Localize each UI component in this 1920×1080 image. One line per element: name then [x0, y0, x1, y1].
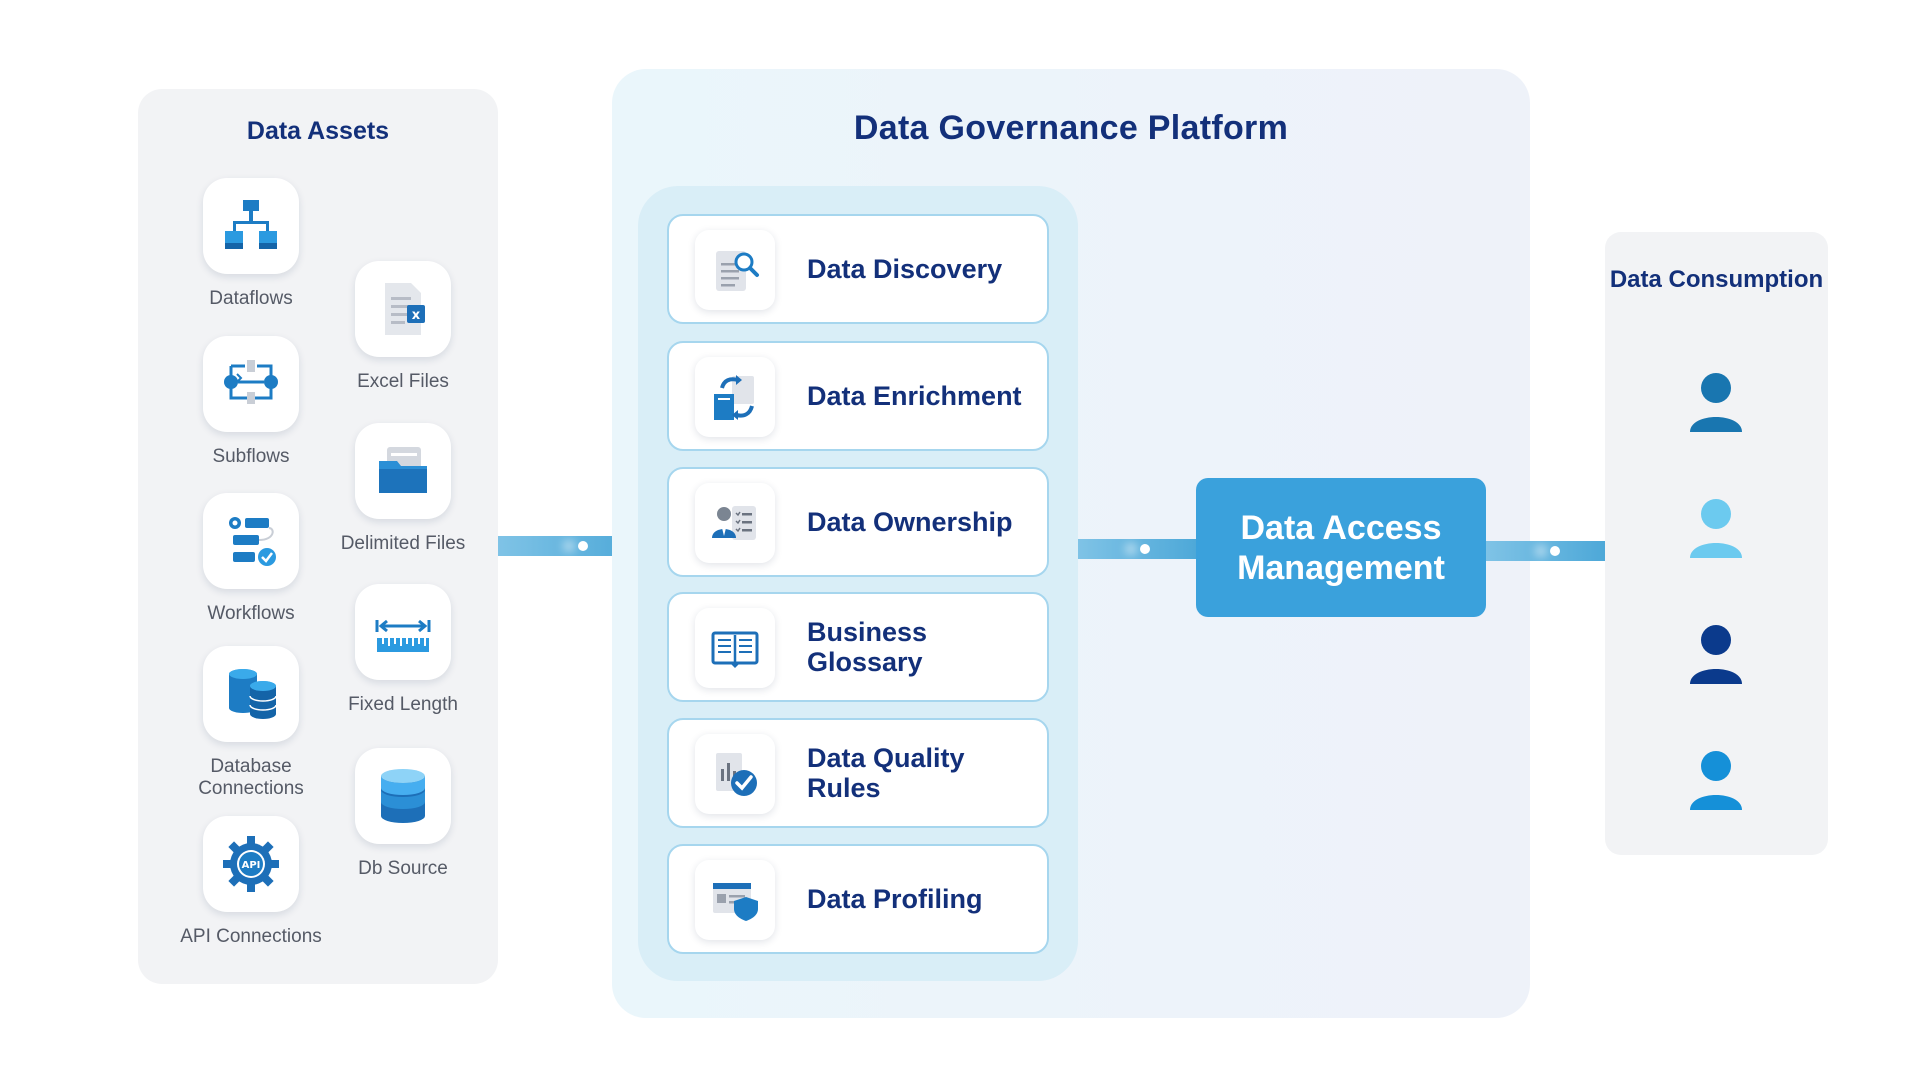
feature-card-data-profiling[interactable]: Data Profiling [667, 844, 1049, 954]
flow-dot [578, 541, 588, 551]
flow-dot [1550, 546, 1560, 556]
asset-label: Database Connections [198, 756, 304, 799]
asset-subflows[interactable]: Subflows [176, 336, 326, 468]
feature-card-data-enrichment[interactable]: Data Enrichment [667, 341, 1049, 451]
excel-file-icon: x [355, 261, 451, 357]
data-consumption-panel: Data Consumption [1605, 232, 1828, 855]
dataflows-icon [203, 178, 299, 274]
feature-card-data-discovery[interactable]: Data Discovery [667, 214, 1049, 324]
api-gear-icon: API [203, 816, 299, 912]
platform-title: Data Governance Platform [853, 109, 1289, 147]
asset-workflows[interactable]: Workflows [176, 493, 326, 625]
asset-label: API Connections [180, 926, 322, 947]
profile-shield-icon [695, 860, 775, 940]
quality-check-icon [695, 734, 775, 814]
connector-assets-to-platform [498, 536, 640, 556]
asset-excel-files[interactable]: x Excel Files [328, 261, 478, 393]
asset-label: Db Source [358, 858, 448, 879]
feature-label: Data Quality Rules [807, 743, 965, 803]
feature-label: Data Ownership [807, 507, 1013, 537]
asset-db-source[interactable]: Db Source [328, 748, 478, 880]
feature-card-business-glossary[interactable]: Business Glossary [667, 592, 1049, 702]
connector-access-to-consumption [1486, 541, 1606, 561]
svg-text:x: x [412, 308, 421, 323]
user-icon [1690, 625, 1742, 684]
asset-delimited-files[interactable]: Delimited Files [328, 423, 478, 555]
feature-label: Business Glossary [807, 617, 928, 677]
asset-label: Excel Files [357, 371, 449, 392]
delimited-files-icon [355, 423, 451, 519]
fixed-length-icon [355, 584, 451, 680]
feature-card-data-quality-rules[interactable]: Data Quality Rules [667, 718, 1049, 828]
open-book-icon [695, 608, 775, 688]
feature-card-data-ownership[interactable]: Data Ownership [667, 467, 1049, 577]
asset-label: Delimited Files [340, 533, 466, 554]
asset-dataflows[interactable]: Dataflows [176, 178, 326, 310]
db-source-icon [355, 748, 451, 844]
data-access-management-box[interactable]: Data Access Management [1196, 478, 1486, 617]
asset-label: Fixed Length [348, 694, 458, 715]
asset-label: Workflows [207, 603, 295, 624]
asset-label: Subflows [212, 446, 290, 467]
user-icon [1690, 373, 1742, 432]
database-connections-icon [203, 646, 299, 742]
owner-checklist-icon [695, 483, 775, 563]
asset-database-connections[interactable]: Database Connections [176, 646, 326, 800]
feature-label: Data Enrichment [807, 381, 1022, 411]
asset-label: Dataflows [209, 288, 293, 309]
user-icon [1690, 499, 1742, 558]
data-assets-title: Data Assets [246, 117, 390, 145]
asset-api-connections[interactable]: API API Connections [176, 816, 326, 948]
document-search-icon [695, 230, 775, 310]
flow-dot [1140, 544, 1150, 554]
subflows-icon [203, 336, 299, 432]
connector-platform-to-access [1078, 539, 1198, 559]
feature-label: Data Discovery [807, 254, 1003, 284]
feature-label: Data Profiling [807, 884, 983, 914]
user-icon [1690, 751, 1742, 810]
svg-text:API: API [242, 860, 261, 871]
data-assets-panel: Data Assets [138, 89, 498, 984]
workflows-icon [203, 493, 299, 589]
asset-fixed-length[interactable]: Fixed Length [328, 584, 478, 716]
data-consumption-title: Data Consumption [1609, 266, 1824, 293]
enrichment-arrows-icon [695, 357, 775, 437]
